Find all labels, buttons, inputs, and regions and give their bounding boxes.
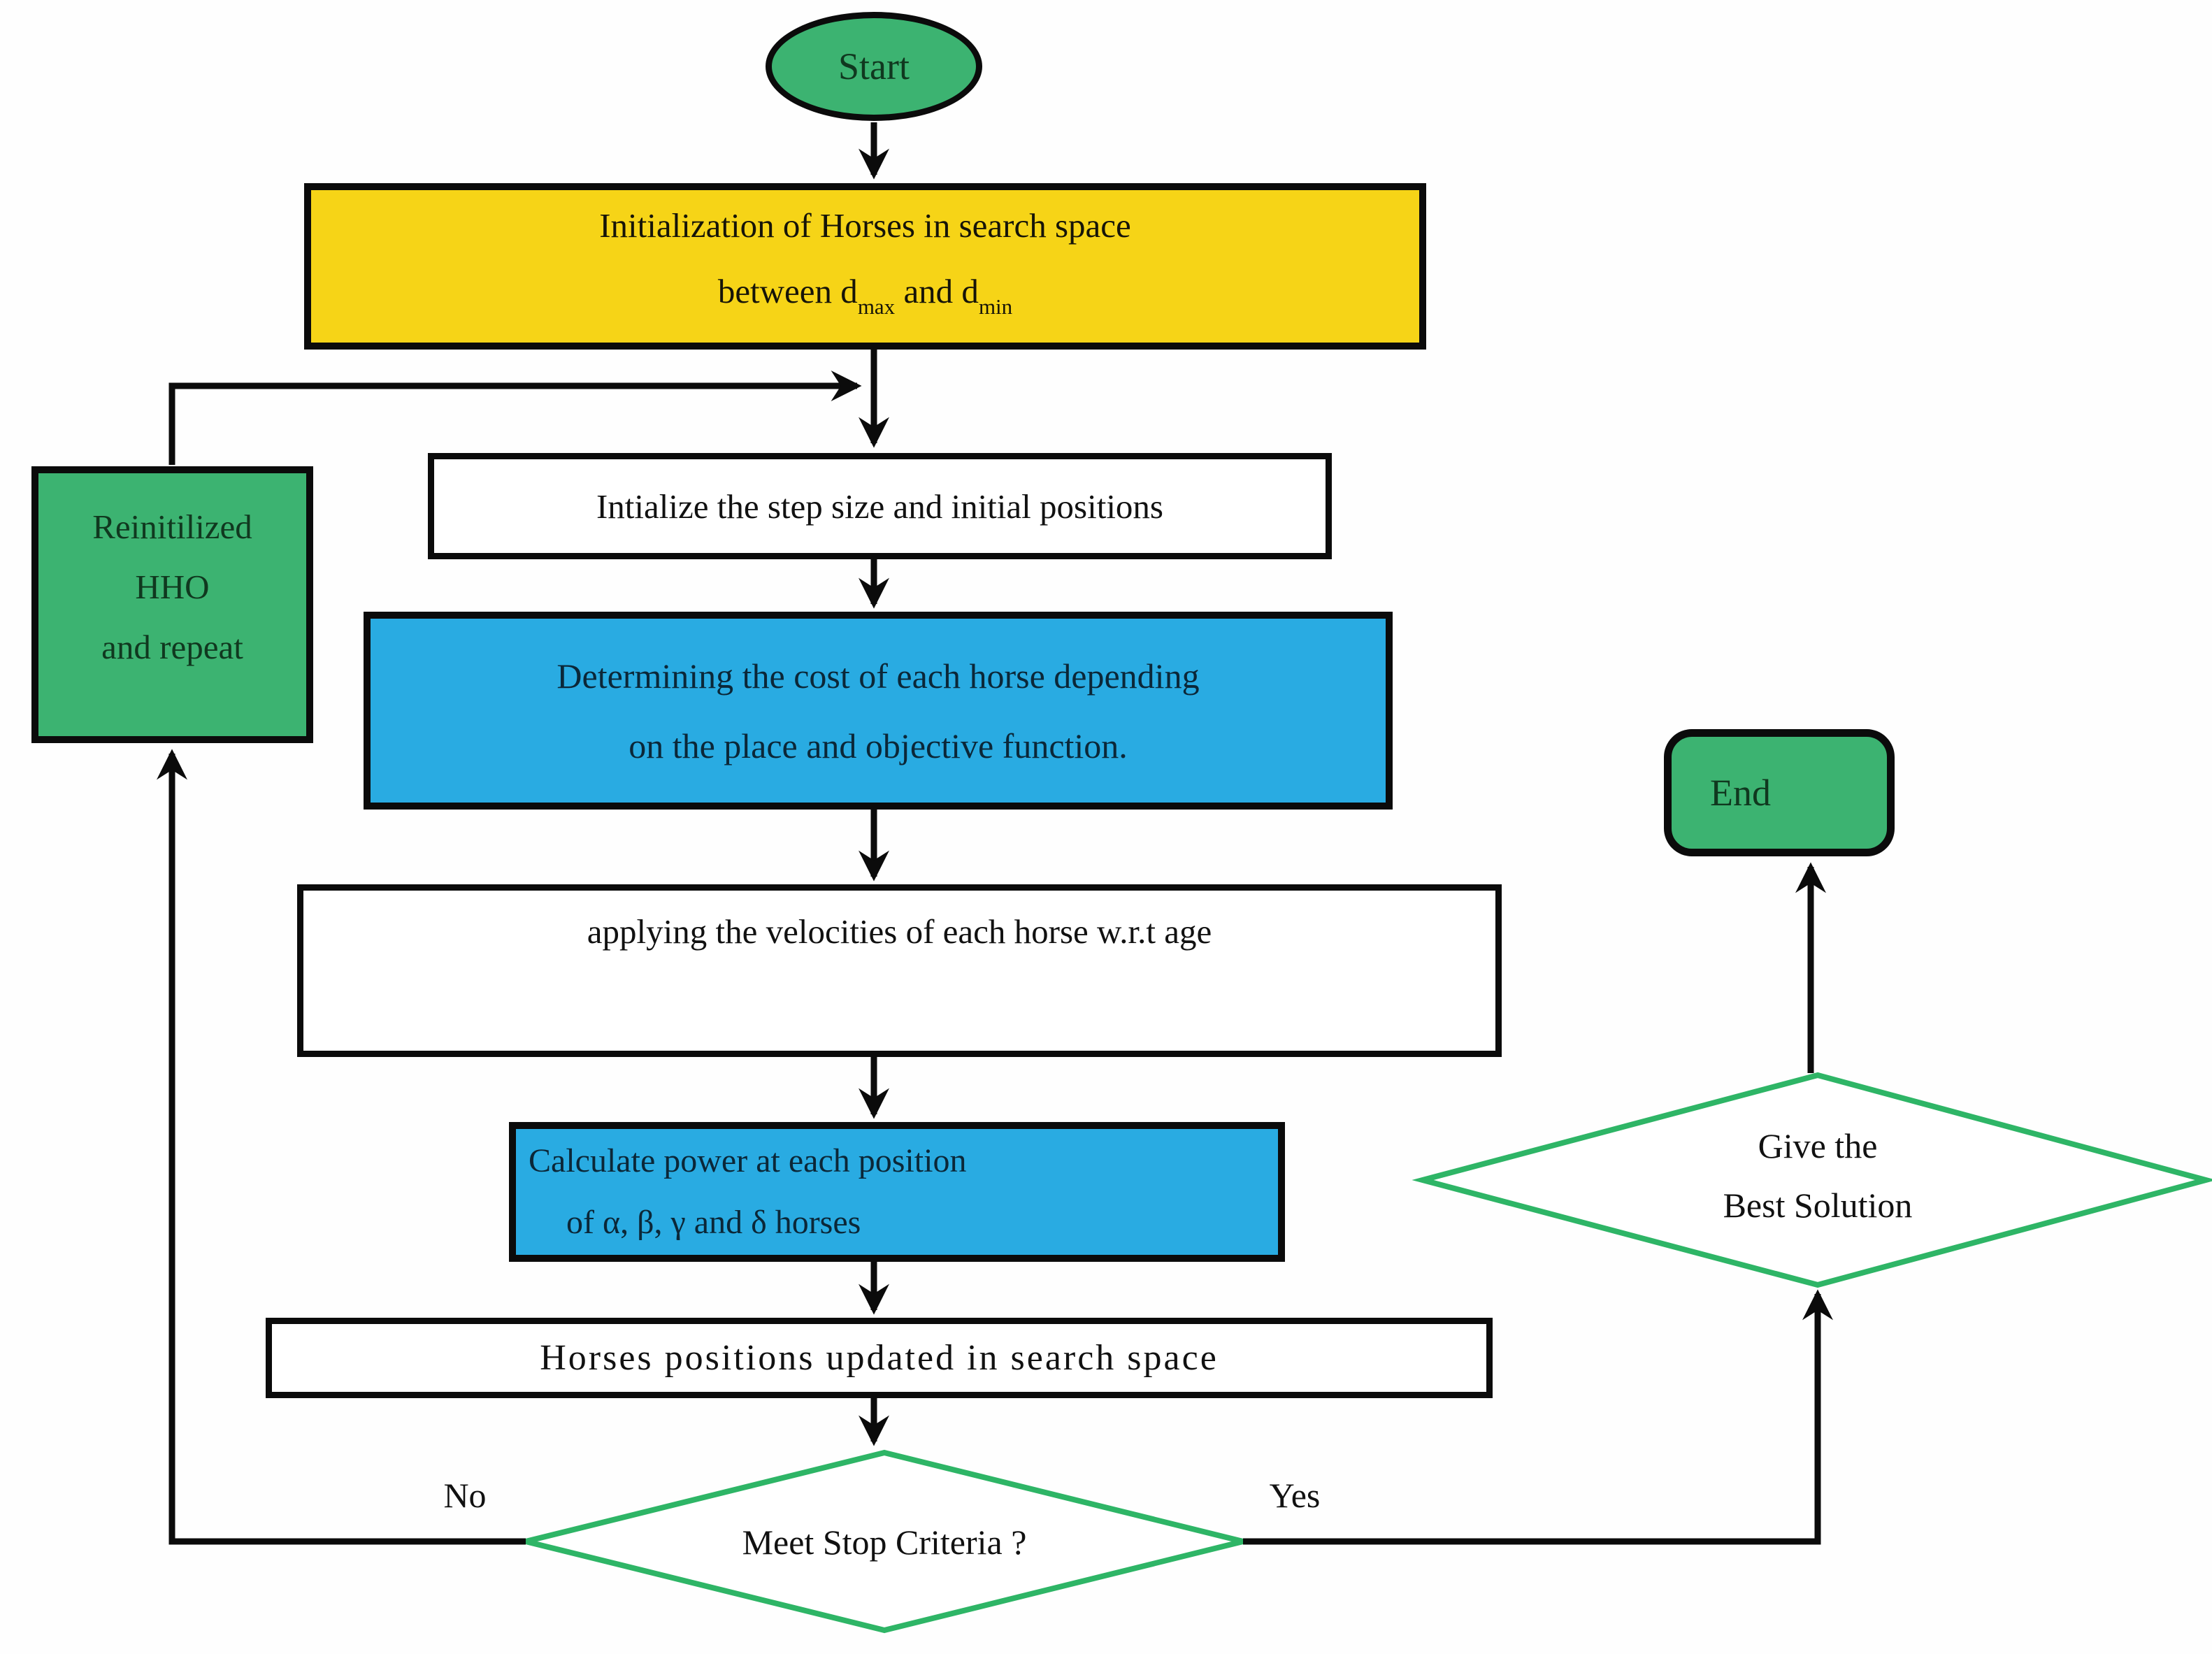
end-node: End bbox=[1664, 729, 1895, 856]
cost-line2: on the place and objective function. bbox=[629, 726, 1128, 765]
edge-reinit-feedback-to-mainline bbox=[168, 371, 862, 465]
power-node: Calculate power at each position of α, β… bbox=[509, 1122, 1285, 1262]
end-label: End bbox=[1710, 772, 1771, 814]
initialization-line2-prefix: between d bbox=[717, 272, 858, 310]
no-branch-label: No bbox=[443, 1476, 487, 1515]
initialization-line2-mid: and d bbox=[895, 272, 979, 310]
power-line2: of α, β, γ and δ horses bbox=[566, 1204, 861, 1241]
stop-decision-diamond bbox=[525, 1449, 1244, 1634]
best-solution-line1: Give the bbox=[1758, 1126, 1878, 1165]
edge-no-to-reinit bbox=[157, 749, 526, 1545]
best-solution-label: Give the Best Solution bbox=[1608, 1116, 2027, 1235]
stop-decision-label: Meet Stop Criteria ? bbox=[742, 1523, 1027, 1562]
initialization-sub-max: max bbox=[857, 294, 896, 319]
reinit-line2: HHO bbox=[135, 568, 210, 606]
positions-node: Horses positions updated in search space bbox=[266, 1318, 1493, 1398]
step-size-label: Intialize the step size and initial posi… bbox=[596, 487, 1164, 526]
power-line1: Calculate power at each position bbox=[529, 1142, 967, 1179]
start-node: Start bbox=[766, 12, 982, 121]
edge-yes-to-best-solution bbox=[1243, 1289, 1833, 1545]
initialization-line1: Initialization of Horses in search space bbox=[599, 206, 1131, 245]
reinit-node: Reinitilized HHO and repeat bbox=[31, 466, 313, 743]
start-label: Start bbox=[838, 45, 910, 87]
velocity-node: applying the velocities of each horse w.… bbox=[297, 884, 1502, 1057]
step-size-node: Intialize the step size and initial posi… bbox=[428, 453, 1332, 559]
initialization-line2: between dmax and dmin bbox=[311, 259, 1419, 340]
cost-node: Determining the cost of each horse depen… bbox=[364, 612, 1393, 810]
positions-label: Horses positions updated in search space bbox=[540, 1338, 1219, 1378]
velocity-label: applying the velocities of each horse w.… bbox=[587, 912, 1212, 951]
yes-branch-label: Yes bbox=[1269, 1476, 1321, 1515]
reinit-line3: and repeat bbox=[101, 628, 243, 666]
reinit-line1: Reinitilized bbox=[92, 508, 252, 546]
best-solution-line2: Best Solution bbox=[1723, 1186, 1913, 1225]
initialization-sub-min: min bbox=[978, 294, 1013, 319]
cost-line1: Determining the cost of each horse depen… bbox=[556, 656, 1200, 696]
best-solution-diamond bbox=[1412, 1072, 2212, 1288]
initialization-node: Initialization of Horses in search space… bbox=[304, 183, 1426, 350]
